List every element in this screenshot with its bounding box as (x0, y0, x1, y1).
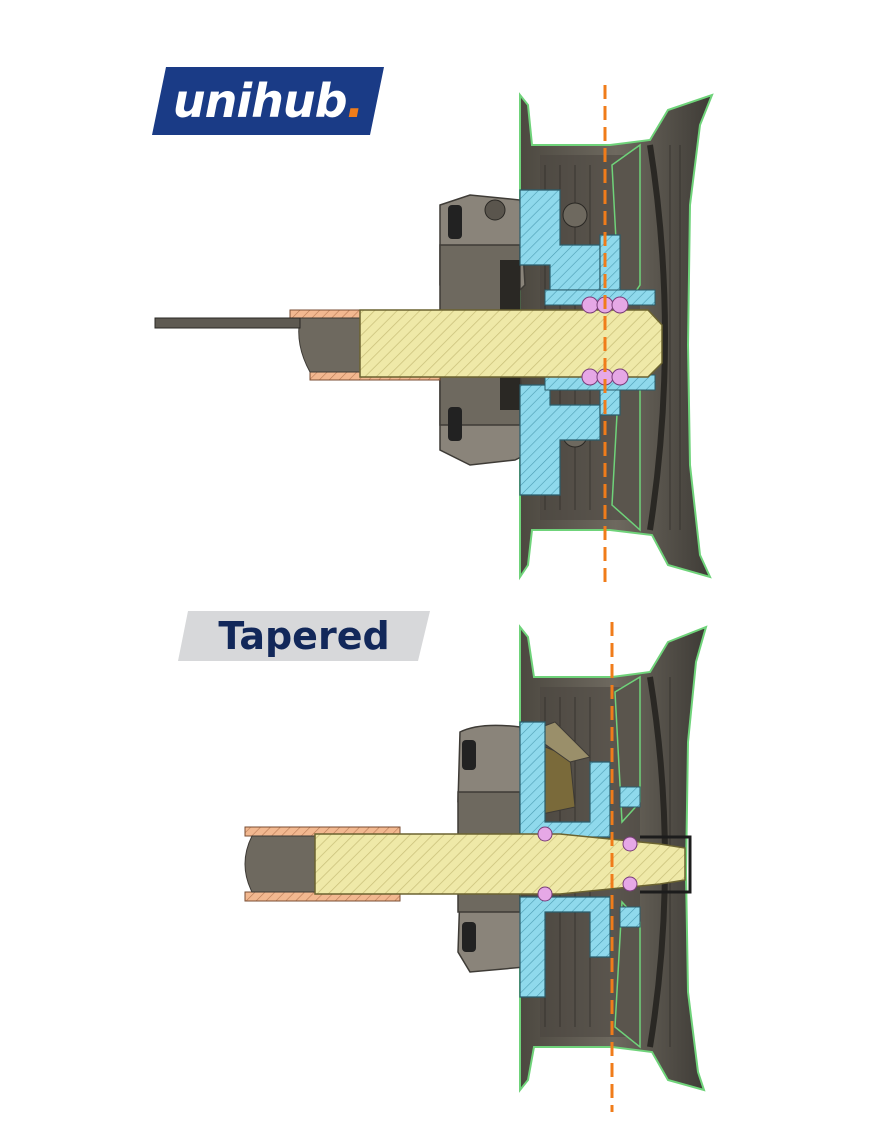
hub-body (519, 721, 641, 998)
unihub-logo-dot: . (346, 74, 365, 128)
tapered-hub-cross-section (0, 622, 896, 1112)
tapered-banner-text: Tapered (218, 614, 390, 658)
tapered-banner: Tapered (178, 611, 430, 661)
unihub-logo-text: unihub (172, 74, 348, 128)
axle-shaft (359, 309, 663, 378)
unihub-hub-cross-section (0, 85, 896, 585)
unihub-logo-banner: unihub. (152, 67, 384, 135)
tapered-axle-shaft (314, 833, 692, 895)
wheel-bearings (581, 296, 629, 386)
wheel-bearings (537, 826, 638, 902)
